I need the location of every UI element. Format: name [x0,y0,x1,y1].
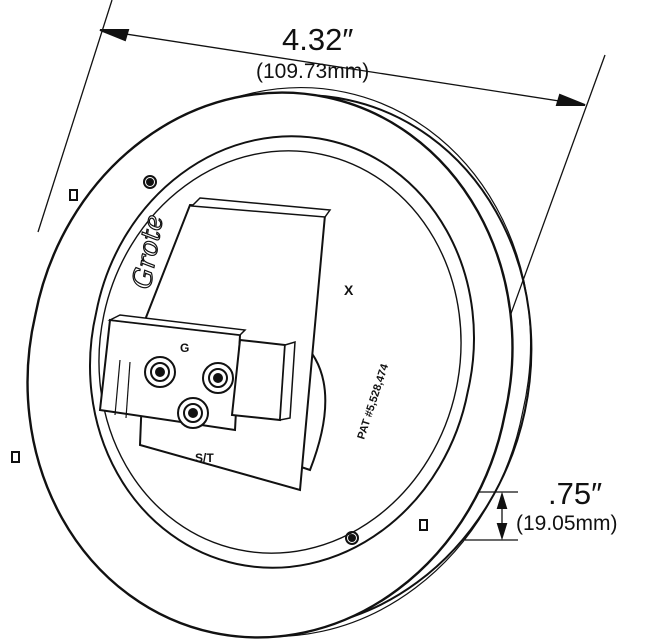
extension-line-left [37,0,113,233]
connector-housing-top [107,314,247,336]
ground-label: G [180,341,189,355]
tab [419,519,428,531]
terminal-ground [144,356,176,388]
stop-tail-label: S/T [195,451,214,465]
extension-line-right [504,54,606,331]
housing-detail [125,361,131,419]
inner-ring [98,150,462,554]
mounting-hole-top-center [146,178,154,186]
tab [69,189,78,201]
x-mark: X [344,282,354,298]
mounting-hole-bottom-center [348,534,356,542]
mounting-hole-bottom [345,531,359,545]
diameter-dimension-line [99,29,586,106]
latch-side [279,340,296,421]
terminal-extra [202,362,234,394]
mounting-hole-top [143,175,157,189]
arrow-left [99,29,130,42]
tab [11,451,20,463]
depth-arrow-bottom [496,523,508,541]
base-plate-top-edge [190,197,332,218]
inner-ring-outer [89,135,475,569]
depth-inches: .75″ [548,476,603,511]
depth-arrow-top [496,491,508,509]
diameter-inches: 4.32″ [282,22,354,57]
terminal-stop-tail [177,397,209,429]
diameter-mm: (109.73mm) [256,60,370,83]
housing-detail [114,359,121,416]
depth-mm: (19.05mm) [516,512,618,535]
latch [230,338,287,422]
arrow-right [555,93,586,106]
